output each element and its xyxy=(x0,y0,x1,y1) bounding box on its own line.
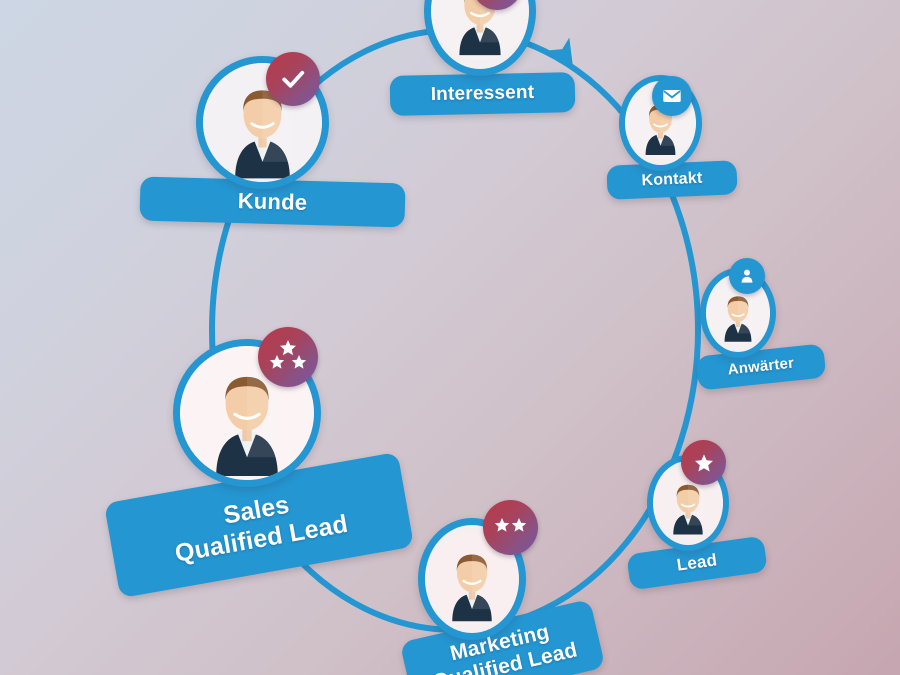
avatar-illustration xyxy=(431,0,529,60)
avatar-illustration xyxy=(425,532,519,626)
stage-label-text: Sales Qualified Lead xyxy=(172,490,351,568)
stage-badge-kontakt xyxy=(652,76,692,116)
stage-badge-kunde xyxy=(266,52,320,106)
stage-badge-anwaerter xyxy=(729,258,765,294)
stage-label-text: Kunde xyxy=(237,188,308,216)
envelope-icon xyxy=(663,90,681,102)
stage-label-text: Anwärter xyxy=(726,354,795,379)
two-stars-icon xyxy=(494,517,526,532)
stage-node-interessent[interactable] xyxy=(424,0,536,76)
check-icon xyxy=(282,70,305,88)
stage-label-text: Interessent xyxy=(430,81,535,106)
stage-badge-sales-qualified-lead xyxy=(258,327,318,387)
stage-badge-marketing-qualified-lead xyxy=(483,500,538,555)
stage-badge-interessent xyxy=(472,0,522,10)
one-star-icon xyxy=(694,453,713,471)
three-stars-icon xyxy=(269,340,307,369)
stage-label-interessent[interactable]: Interessent xyxy=(389,72,576,116)
person-icon xyxy=(741,269,753,283)
arrowhead-icon xyxy=(548,37,573,67)
stage-badge-lead xyxy=(681,440,726,485)
avatar-illustration xyxy=(706,281,770,345)
avatar-illustration xyxy=(653,468,723,538)
stage-label-text: Lead xyxy=(675,550,719,575)
stage-label-text: Kontakt xyxy=(641,169,703,190)
